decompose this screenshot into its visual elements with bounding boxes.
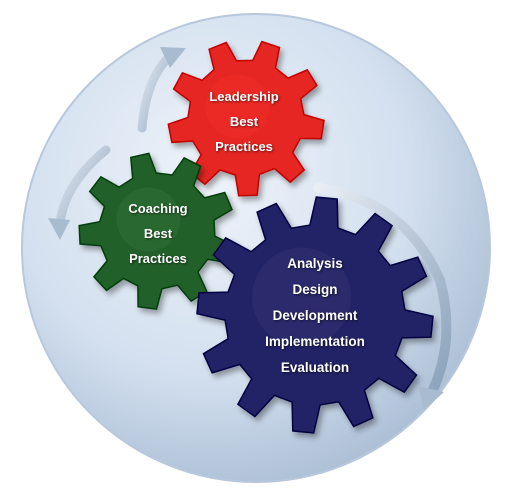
leadership-gear	[167, 40, 325, 197]
leadership-gear-highlight	[205, 74, 270, 139]
arrow-top-left	[137, 47, 186, 133]
addie-gear-highlight	[252, 247, 351, 347]
arrow-left	[48, 145, 111, 240]
arrow-right	[313, 183, 452, 410]
coaching-gear-highlight	[116, 187, 181, 252]
coaching-gear	[78, 152, 235, 310]
addie-gear	[196, 196, 434, 434]
